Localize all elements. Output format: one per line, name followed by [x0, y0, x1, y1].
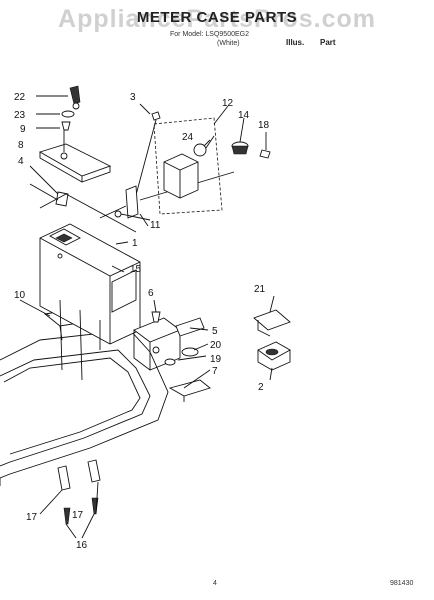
callout-22: 22: [14, 92, 26, 103]
callout-11: 11: [150, 220, 161, 231]
meter-case: [39, 223, 141, 381]
page-number: 4: [213, 580, 217, 587]
watermark: AppliancePartsPros.com: [58, 5, 376, 33]
callout-20: 20: [210, 340, 222, 351]
callout-19: 19: [210, 354, 222, 365]
callout-14: 14: [238, 110, 250, 121]
callout-8: 8: [18, 140, 24, 151]
screw-6: [151, 311, 161, 323]
callout-17-right: 17: [72, 510, 84, 521]
drawing-code: 981430: [390, 580, 414, 587]
color-line: (White): [217, 40, 240, 47]
callout-18: 18: [258, 120, 270, 131]
callout-2: 2: [258, 382, 264, 393]
leader-lines: [19, 103, 275, 389]
callout-7: 7: [212, 366, 218, 377]
callout-6: 6: [148, 288, 154, 299]
callout-1: 1: [132, 238, 138, 249]
cover-plate: [38, 126, 112, 183]
callout-21: 21: [254, 284, 266, 295]
part-column-label: Part: [320, 38, 336, 47]
lid-switch-parts: [253, 309, 291, 371]
console-legs: [39, 459, 101, 539]
switch-bracket: [133, 317, 205, 371]
page-title: METER CASE PARTS: [136, 9, 298, 26]
callout-9: 9: [20, 124, 26, 135]
support-bracket: [168, 379, 211, 402]
callout-4: 4: [18, 156, 24, 167]
timer-dashed-group: [153, 117, 223, 215]
callout-5: 5: [212, 326, 218, 337]
callout-24: 24: [182, 132, 194, 143]
callout-3: 3: [130, 92, 136, 103]
callout-10: 10: [14, 290, 26, 301]
timer-shaft-parts: [231, 141, 271, 159]
illus-column-label: Illus.: [286, 38, 305, 47]
model-line: For Model: LSQ9500EG2: [170, 31, 249, 38]
callout-17-left: 17: [26, 512, 38, 523]
cabinet-top-outline: [0, 329, 169, 486]
knob-assembly: [36, 85, 81, 131]
callout-16: 16: [76, 540, 88, 551]
callout-23: 23: [14, 110, 26, 121]
callout-12: 12: [222, 98, 234, 109]
mounting-clip: [29, 165, 137, 233]
callout-15: 15: [130, 264, 142, 275]
mounting-rail: [99, 111, 235, 221]
